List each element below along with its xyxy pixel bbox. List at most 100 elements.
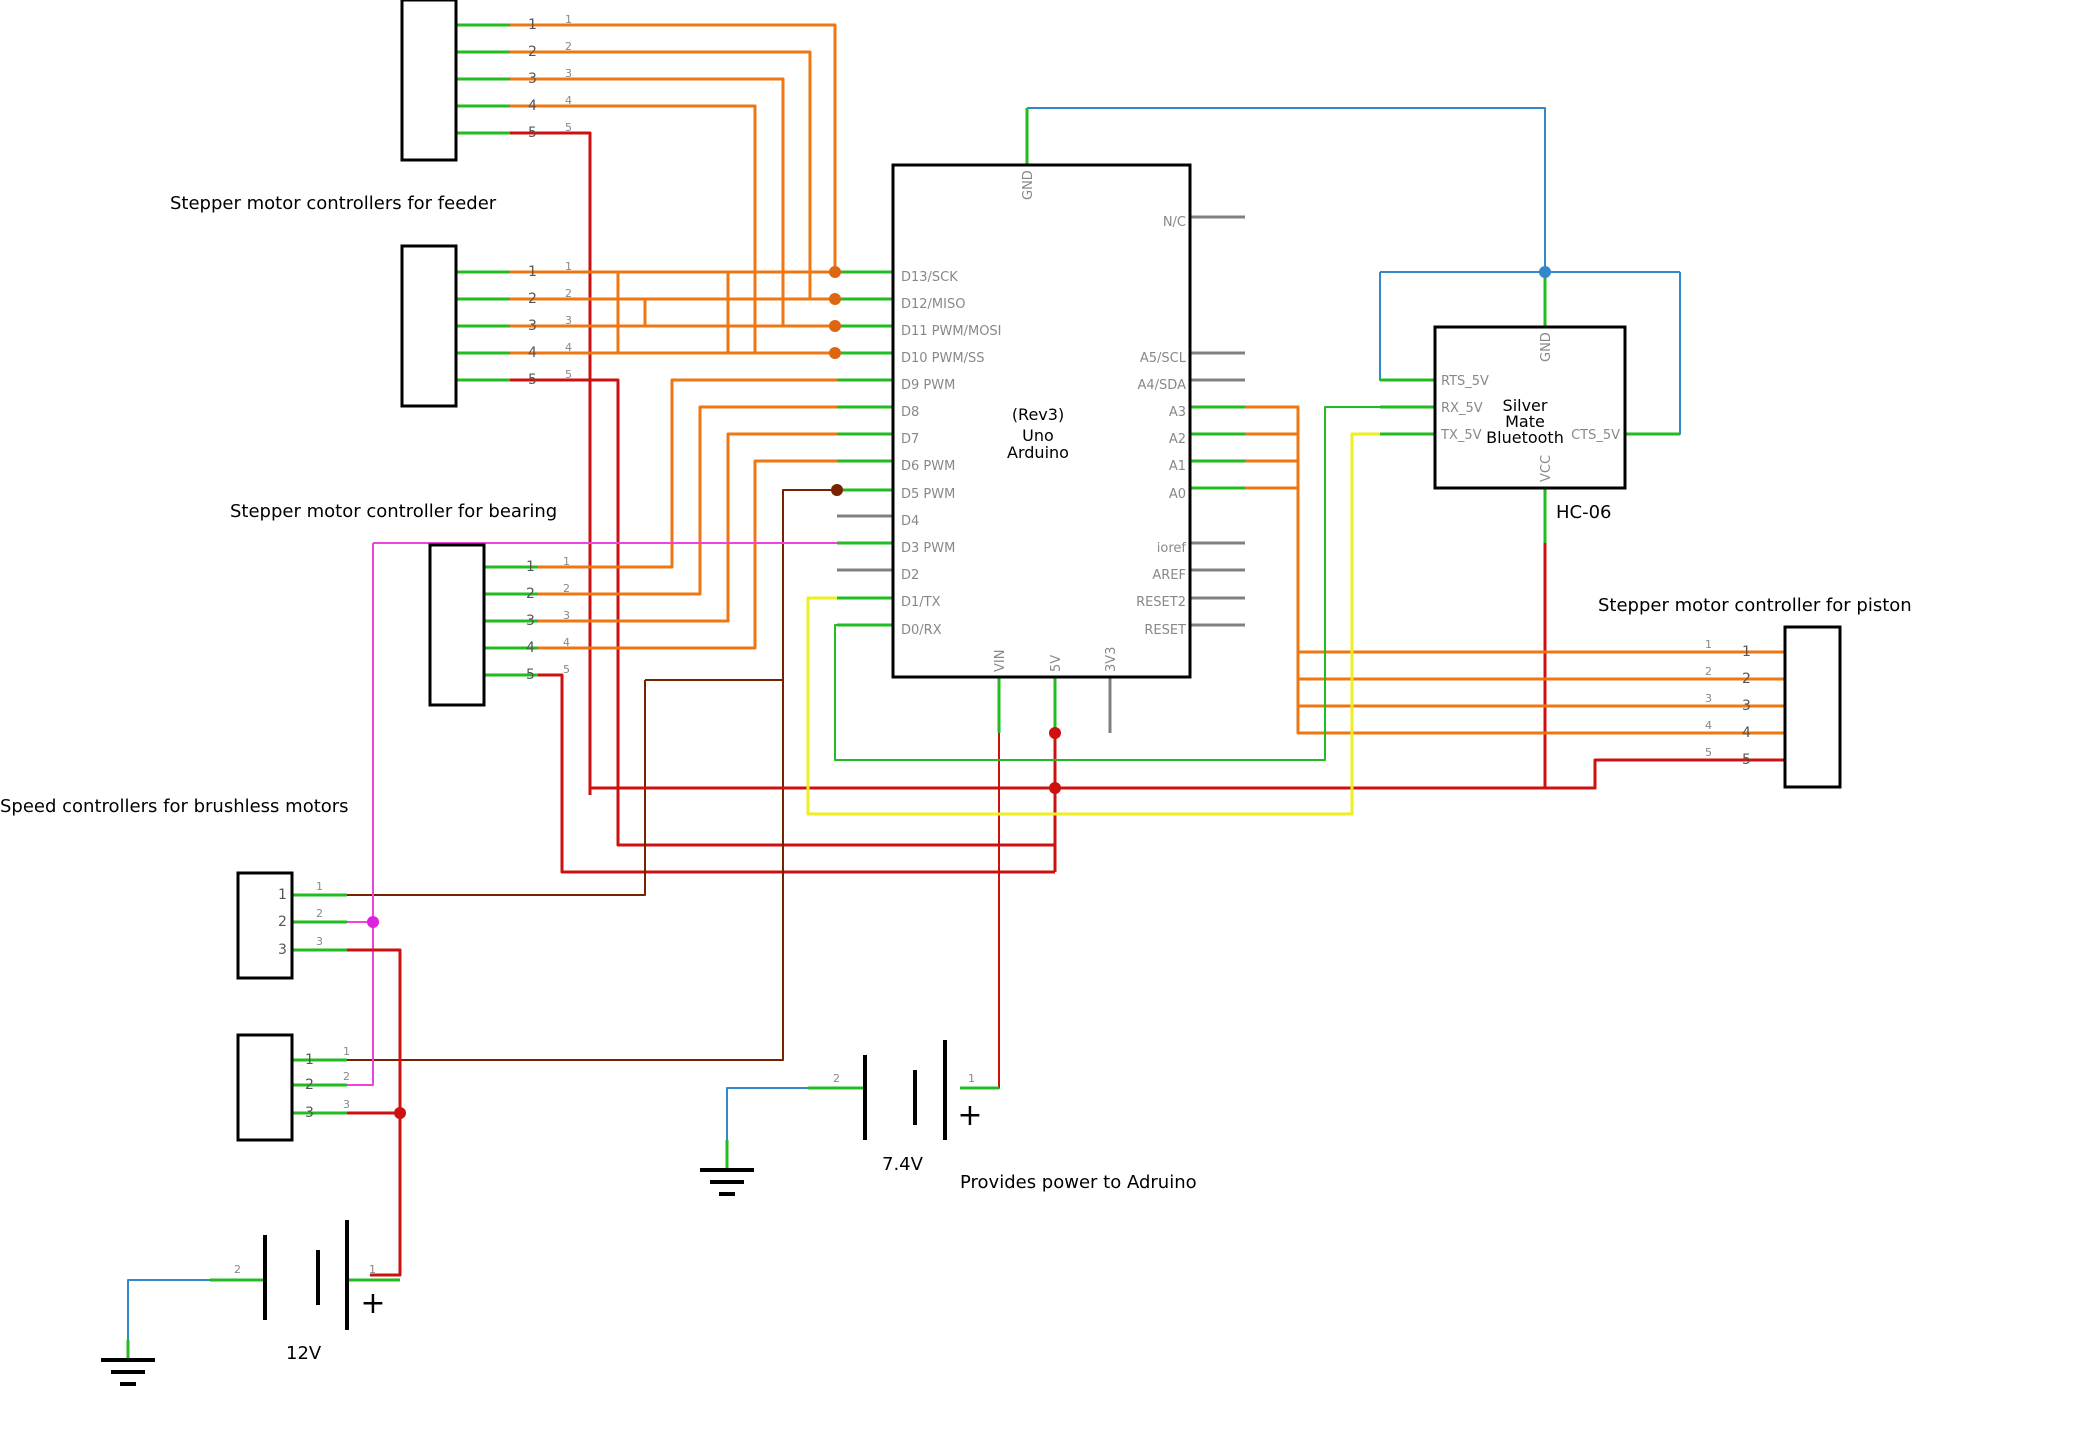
battery-12v-pin2: 2 [234,1263,241,1276]
battery-7v4-plus: + [957,1098,982,1133]
piston-connector [1783,625,1842,789]
piston-pin-numbers: 1 2 3 4 5 1 2 3 4 5 [1705,638,1751,768]
svg-text:Silver: Silver [1503,396,1548,415]
svg-text:1: 1 [526,559,535,575]
wire-bearing-power [538,673,1055,874]
svg-text:2: 2 [1742,671,1751,687]
svg-text:1: 1 [563,555,570,568]
svg-text:1: 1 [305,1052,314,1068]
bearing-connector [428,543,486,707]
wire-magenta [293,542,893,1086]
svg-text:1: 1 [1705,638,1712,651]
svg-text:D3 PWM: D3 PWM [901,541,955,556]
svg-text:4: 4 [565,341,572,354]
bluetooth-cts-label: CTS_5V [1571,428,1620,443]
arduino-3v3-label: 3V3 [1104,647,1119,672]
svg-text:4: 4 [528,98,537,114]
svg-text:A3: A3 [1169,405,1186,420]
svg-text:2: 2 [343,1070,350,1083]
bluetooth-gnd-label: GND [1539,332,1554,362]
svg-text:2: 2 [278,914,287,930]
wire-vin [960,677,1000,1089]
arduino-right-pin-labels: N/C A5/SCL A4/SDA A3 A2 A1 A0 ioref AREF… [1136,215,1187,638]
svg-text:Mate: Mate [1505,412,1545,431]
svg-text:5: 5 [1705,746,1712,759]
svg-text:D4: D4 [901,514,919,529]
svg-text:1: 1 [316,880,323,893]
svg-text:D11 PWM/MOSI: D11 PWM/MOSI [901,324,1002,339]
svg-text:5: 5 [526,667,535,683]
svg-text:D13/SCK: D13/SCK [901,270,958,285]
svg-text:(Rev3): (Rev3) [1012,405,1064,424]
svg-text:1: 1 [528,17,537,33]
svg-text:D0/RX: D0/RX [901,623,942,638]
ground-symbol-7v4 [700,1168,754,1196]
wire-bearing [538,378,893,650]
svg-text:D12/MISO: D12/MISO [901,297,965,312]
svg-text:2: 2 [565,287,572,300]
unused-pins [837,215,1245,733]
battery-12v-pin1: 1 [369,1263,376,1276]
svg-text:Uno: Uno [1022,426,1054,445]
svg-text:A1: A1 [1169,459,1186,474]
feeder-connector-b [400,244,458,408]
svg-text:2: 2 [1705,665,1712,678]
wire-feeder-a-power [510,131,592,795]
wires [126,23,1840,1360]
svg-text:5: 5 [1742,752,1751,768]
wire-feeder-b-power [510,378,1055,847]
arduino-title: (Rev3) Uno Arduino [1007,405,1069,462]
svg-text:4: 4 [528,345,537,361]
svg-text:D2: D2 [901,568,919,583]
svg-text:4: 4 [1742,725,1751,741]
bearing-pin-numbers: 1 2 3 4 5 1 2 3 4 5 [526,555,570,683]
svg-text:D9 PWM: D9 PWM [901,378,955,393]
svg-text:2: 2 [526,586,535,602]
battery-7v4-pin2: 2 [833,1072,840,1085]
svg-text:1: 1 [565,13,572,26]
caption-7v4: 7.4V [882,1154,924,1175]
svg-text:4: 4 [1705,719,1712,732]
svg-text:A4/SDA: A4/SDA [1138,378,1187,393]
arduino-vin-label: VIN [993,650,1008,672]
caption-brushless: Speed controllers for brushless motors [0,796,349,817]
battery-12v-plus: + [360,1286,385,1321]
wire-tx [806,432,1435,816]
svg-text:N/C: N/C [1163,215,1186,230]
svg-text:2: 2 [563,582,570,595]
svg-text:3: 3 [563,609,570,622]
svg-text:A2: A2 [1169,432,1186,447]
svg-text:3: 3 [528,318,537,334]
esc-connector-a [236,871,294,980]
svg-text:1: 1 [278,887,287,903]
feeder-a-pin-numbers: 1 2 3 4 5 1 2 3 4 5 [528,13,572,141]
svg-text:3: 3 [343,1098,350,1111]
svg-text:D7: D7 [901,432,919,447]
svg-text:3: 3 [278,942,287,958]
caption-12v: 12V [286,1343,322,1364]
wire-feeder-a [510,23,837,353]
svg-text:1: 1 [343,1045,350,1058]
svg-text:4: 4 [563,636,570,649]
svg-text:4: 4 [565,94,572,107]
svg-text:5: 5 [565,121,572,134]
svg-text:5: 5 [563,663,570,676]
bluetooth-left-pin-labels: RTS_5V RX_5V TX_5V [1440,374,1489,443]
svg-text:A0: A0 [1169,487,1186,502]
ground-symbol-12v [101,1358,155,1386]
svg-text:3: 3 [565,67,572,80]
svg-text:D10 PWM/SS: D10 PWM/SS [901,351,984,366]
svg-text:3: 3 [316,935,323,948]
svg-text:3: 3 [1705,692,1712,705]
svg-text:2: 2 [528,44,537,60]
svg-text:RX_5V: RX_5V [1441,401,1483,416]
bluetooth-title: Silver Mate Bluetooth [1486,396,1564,447]
esc-b-pin-numbers: 1 2 3 1 2 3 [305,1045,350,1121]
svg-text:1: 1 [1742,644,1751,660]
feeder-connector-a [400,0,458,162]
svg-text:3: 3 [305,1105,314,1121]
arduino-board [891,163,1192,679]
svg-text:A5/SCL: A5/SCL [1140,351,1187,366]
svg-text:3: 3 [1742,698,1751,714]
